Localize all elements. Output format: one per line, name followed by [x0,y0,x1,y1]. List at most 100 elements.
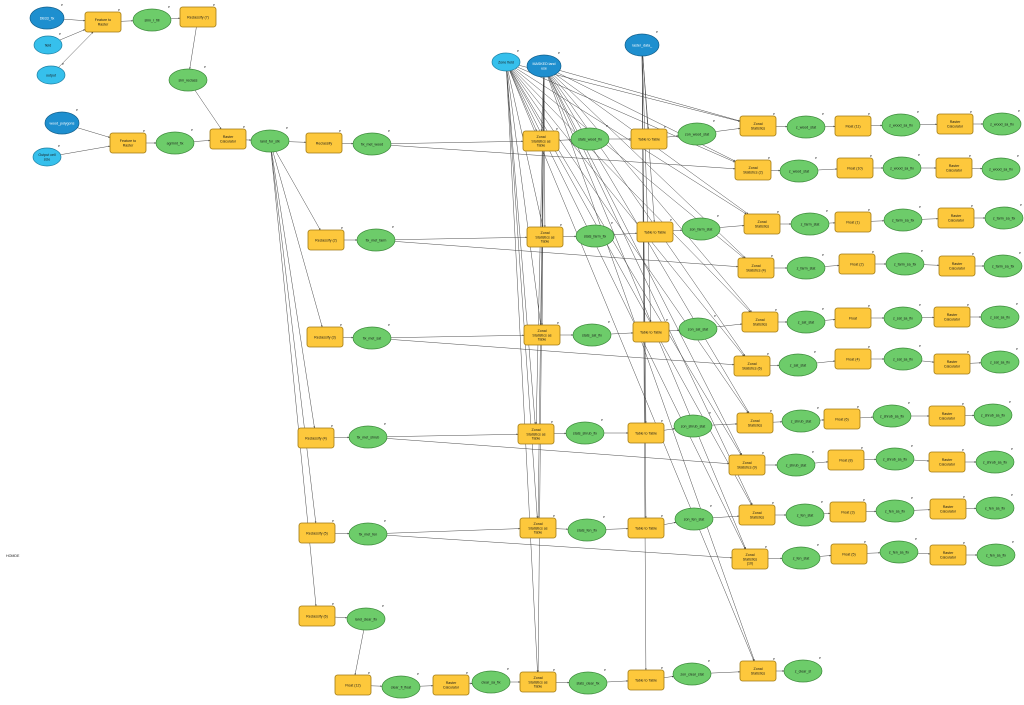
connector-in2-t1[interactable] [59,29,86,41]
tool-node-t30[interactable]: Float (4)P [834,345,872,370]
connector-g53-t54[interactable] [606,680,629,683]
connector-in6-t35[interactable] [511,70,749,414]
connector-g41-t47[interactable] [386,534,733,559]
connector-t25-g25[interactable] [668,329,680,332]
connector-t2-g2[interactable] [189,26,197,70]
tool-node-t39[interactable]: Float (8)P [827,446,865,471]
connector-g23-t24[interactable] [390,334,525,338]
tool-node-t36[interactable]: Float (6)P [823,405,861,430]
tool-node-t18[interactable]: Float (1)P [834,208,872,233]
tool-node-t45[interactable]: Float (3)P [829,498,867,523]
connector-g26-t27[interactable] [824,318,836,321]
tool-node-t9[interactable]: Float (11)P [834,112,872,137]
connector-g48-t49[interactable] [917,552,931,555]
connector-in8-t25[interactable] [642,55,652,323]
connector-g43-t44[interactable] [712,515,740,519]
connector-g4-t32[interactable] [271,151,316,429]
connector-g39-t40[interactable] [913,459,930,462]
connector-g25-t26[interactable] [716,323,743,328]
connector-g32-t33[interactable] [386,433,519,437]
connector-g14-t15[interactable] [394,236,528,240]
connector-in6-t55[interactable] [509,70,755,662]
connector-g30-t31[interactable] [921,360,935,363]
connector-in6-t26[interactable] [513,69,751,313]
connector-g4-t14[interactable] [275,151,321,231]
connector-g15-t16[interactable] [613,232,638,235]
connector-t31-g31[interactable] [969,361,982,364]
connector-in1-t1[interactable] [63,18,86,22]
connector-in7-t55[interactable] [547,76,755,662]
data-node-g55[interactable]: z_clear_stP [783,656,823,683]
connector-in6-t53[interactable] [506,70,539,673]
connector-t16-g16[interactable] [672,229,683,232]
connector-t42-g42[interactable] [555,528,569,531]
connector-g50-t51[interactable] [354,629,365,676]
tool-node-t12[interactable]: Float (10)P [836,154,874,179]
connector-in7-t15[interactable] [543,76,546,228]
tool-node-t14[interactable]: Reclassify (2)P [307,226,345,251]
connector-in7-t6[interactable] [540,76,544,132]
connector-in6-t29[interactable] [512,69,745,357]
connector-g16-t17[interactable] [719,224,745,228]
connector-g47-t48[interactable] [819,554,832,557]
connector-in7-t29[interactable] [550,75,746,357]
input-node-in8[interactable]: raster_data_P [624,30,660,57]
connector-g4-t23[interactable] [272,151,323,328]
